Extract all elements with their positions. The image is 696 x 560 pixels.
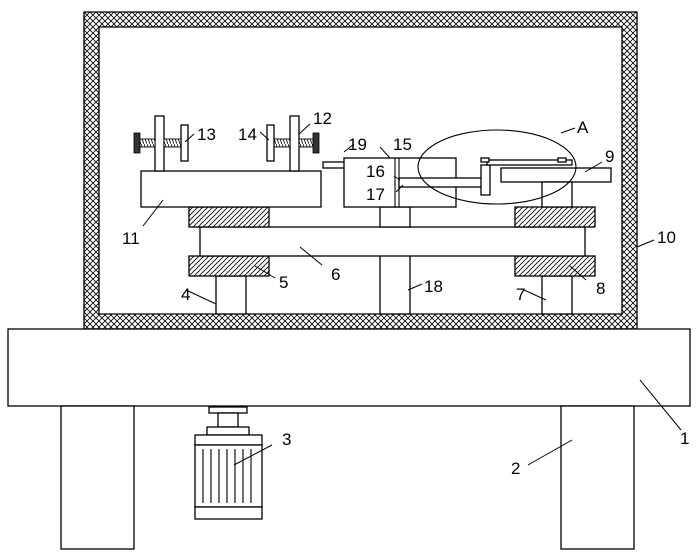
label-1: 1 [680, 429, 689, 448]
slide-plate-9 [480, 157, 612, 208]
label-13: 13 [197, 125, 216, 144]
detail-circle-a [417, 129, 577, 205]
label-9: 9 [605, 147, 614, 166]
label-6: 6 [331, 265, 340, 284]
label-3: 3 [282, 430, 291, 449]
label-detail-a: A [577, 118, 589, 137]
label-7: 7 [516, 285, 525, 304]
label-19: 19 [348, 135, 367, 154]
label-11: 11 [122, 229, 140, 248]
label-10: 10 [657, 228, 676, 247]
cylinder-assembly-15 [322, 157, 491, 208]
part-labels: 1 2 3 4 5 6 7 8 9 10 11 12 13 14 15 16 1… [122, 109, 689, 478]
upper-bearing-left [188, 206, 270, 228]
base-plate-1 [7, 328, 691, 407]
leg-left-2 [60, 405, 135, 550]
label-17: 17 [366, 185, 385, 204]
platform-11 [140, 170, 322, 208]
support-post-4 [215, 275, 247, 315]
support-post-7 [541, 275, 573, 315]
main-beam-6 [199, 226, 586, 257]
label-18: 18 [424, 277, 443, 296]
label-16: 16 [366, 162, 385, 181]
label-14: 14 [238, 125, 257, 144]
label-5: 5 [279, 273, 288, 292]
label-15: 15 [393, 135, 412, 154]
leader-lines [142, 123, 682, 466]
bearing-8 [514, 255, 596, 277]
label-4: 4 [181, 285, 190, 304]
clamp-left [133, 115, 189, 172]
label-12: 12 [313, 109, 332, 128]
center-column-18 [379, 252, 411, 315]
label-8: 8 [596, 279, 605, 298]
upper-bearing-right [514, 206, 596, 228]
label-2: 2 [511, 459, 520, 478]
motor-3 [194, 406, 263, 520]
clamp-right [266, 115, 320, 172]
center-block [379, 206, 411, 228]
bearing-5 [188, 255, 270, 277]
leg-right-2 [560, 405, 635, 550]
